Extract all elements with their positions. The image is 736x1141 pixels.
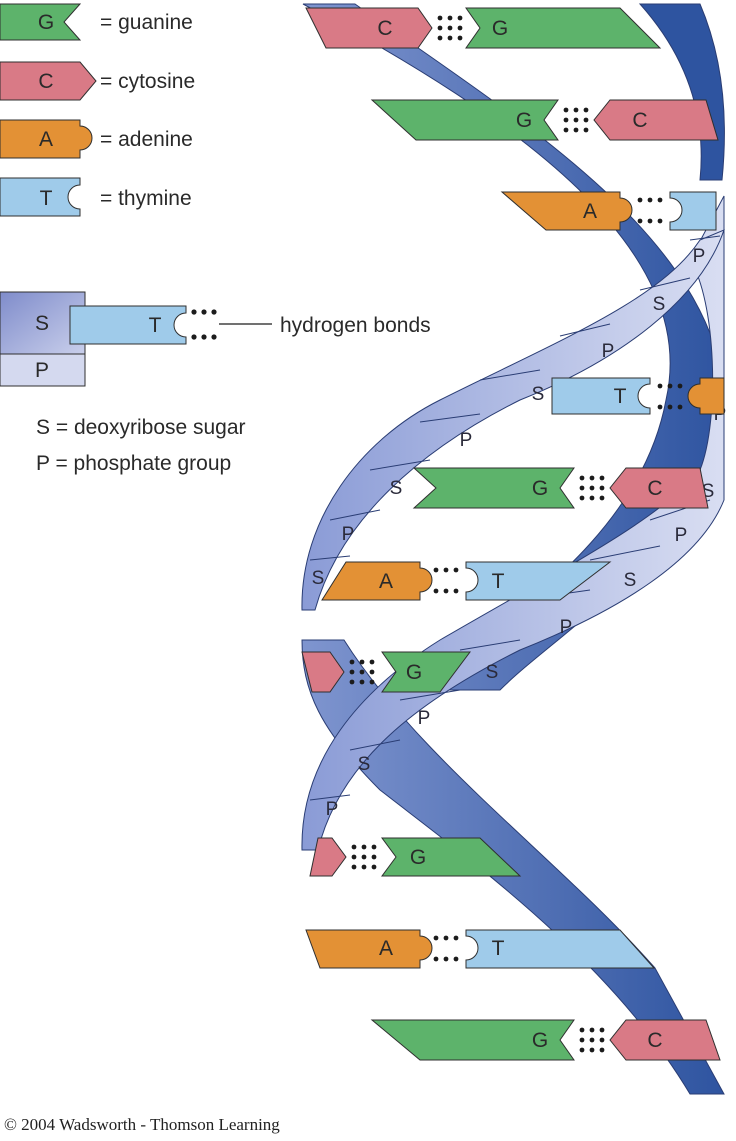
key-hydrogen-bond-dots — [191, 309, 217, 340]
adenine-base — [305, 929, 433, 969]
base-pair-3: A — [500, 191, 717, 231]
strand-label: P — [342, 524, 355, 545]
base-pair-10: G C — [370, 1019, 721, 1061]
hydrogen-bond-dots — [349, 15, 683, 1053]
legend-cytosine-label: = cytosine — [100, 70, 195, 93]
base-letter: A — [583, 200, 597, 223]
base-letter: G — [406, 661, 422, 684]
cytosine-base — [609, 467, 709, 509]
key-thymine-base — [69, 305, 187, 345]
nucleotide-key: S P T hydrogen bonds S = deoxyribose sug… — [0, 291, 431, 475]
double-helix: P S P S P S P S P S P S P S P S P C G — [301, 3, 727, 1095]
adenine-base — [321, 561, 433, 601]
front-strand-upper — [301, 229, 725, 611]
base-pair-5: G C — [412, 467, 709, 509]
base-letter: C — [647, 1029, 662, 1052]
thymine-base — [465, 561, 612, 601]
legend-guanine-label: = guanine — [100, 11, 193, 34]
adenine-icon — [0, 119, 93, 159]
guanine-base — [370, 99, 559, 141]
legend-thymine-letter: T — [40, 187, 53, 210]
base-pair-9: A T — [305, 929, 656, 969]
cytosine-base — [305, 7, 433, 49]
base-pair-2: G C — [370, 99, 719, 141]
strand-labels: P S P S P S P S P S P S P S P S P — [312, 246, 727, 820]
cytosine-base — [309, 837, 347, 877]
guanine-base — [381, 837, 522, 877]
strand-label: S — [358, 754, 371, 775]
cytosine-base — [301, 651, 345, 693]
base-letter: T — [492, 570, 505, 593]
strand-label: P — [675, 525, 688, 546]
strand-label: P — [460, 430, 473, 451]
base-letter: G — [516, 109, 532, 132]
adenine-base — [687, 377, 725, 415]
strand-label: S — [653, 294, 666, 315]
thymine-base — [465, 929, 656, 969]
base-letter: G — [532, 1029, 548, 1052]
legend-adenine-letter: A — [39, 128, 53, 151]
strand-label: P — [602, 341, 615, 362]
base-letter: C — [647, 477, 662, 500]
base-letter: G — [410, 846, 426, 869]
strand-label: S — [312, 568, 325, 589]
strand-label: S — [486, 662, 499, 683]
thymine-base — [551, 377, 651, 415]
legend-cytosine-letter: C — [38, 70, 53, 93]
strand-label: P — [560, 617, 573, 638]
base-letter: T — [614, 385, 627, 408]
strand-label: P — [326, 799, 339, 820]
adenine-base — [500, 191, 633, 231]
key-base-letter: T — [149, 314, 162, 337]
guanine-base — [412, 467, 575, 509]
guanine-base — [465, 7, 662, 49]
sugar-definition: S = deoxyribose sugar — [36, 416, 246, 439]
legend-guanine: G = guanine — [0, 3, 193, 41]
guanine-base — [370, 1019, 575, 1061]
base-pair-1: C G — [305, 7, 662, 49]
base-letter: A — [379, 937, 393, 960]
cytosine-base — [609, 1019, 721, 1061]
base-letter: C — [377, 17, 392, 40]
strand-label: S — [624, 570, 637, 591]
base-pair-8: G — [309, 837, 522, 877]
copyright-notice: © 2004 Wadsworth - Thomson Learning — [4, 1115, 280, 1134]
guanine-icon — [0, 3, 82, 41]
base-pair-7: G — [301, 651, 471, 693]
key-sugar-letter: S — [35, 312, 49, 335]
base-letter: T — [492, 937, 505, 960]
phosphate-definition: P = phosphate group — [36, 452, 231, 475]
guanine-base — [381, 651, 471, 693]
legend-thymine: T = thymine — [0, 177, 192, 217]
cytosine-icon — [0, 61, 97, 101]
cytosine-base — [593, 99, 719, 141]
strand-label: S — [532, 384, 545, 405]
strand-label: P — [418, 708, 431, 729]
legend-adenine-label: = adenine — [100, 128, 193, 151]
thymine-icon — [0, 177, 81, 217]
base-letter: A — [379, 570, 393, 593]
legend-thymine-label: = thymine — [100, 187, 192, 210]
base-letter: G — [532, 477, 548, 500]
strand-label: P — [693, 246, 706, 267]
phosphate-box — [0, 353, 86, 387]
base-pair-4: T — [551, 377, 725, 415]
strand-dividers — [309, 235, 721, 801]
hydrogen-bonds-label: hydrogen bonds — [280, 314, 431, 337]
legend-guanine-letter: G — [38, 11, 54, 34]
key-phosphate-letter: P — [35, 359, 49, 382]
legend: G = guanine C = cytosine A = adenine T =… — [0, 3, 195, 217]
strand-label: S — [390, 478, 403, 499]
back-strand-top-right — [638, 3, 725, 181]
base-letter: G — [492, 17, 508, 40]
thymine-base — [669, 191, 717, 231]
base-pair-6: A T — [321, 561, 612, 601]
base-letter: C — [632, 109, 647, 132]
legend-adenine: A = adenine — [0, 119, 193, 159]
legend-cytosine: C = cytosine — [0, 61, 195, 101]
